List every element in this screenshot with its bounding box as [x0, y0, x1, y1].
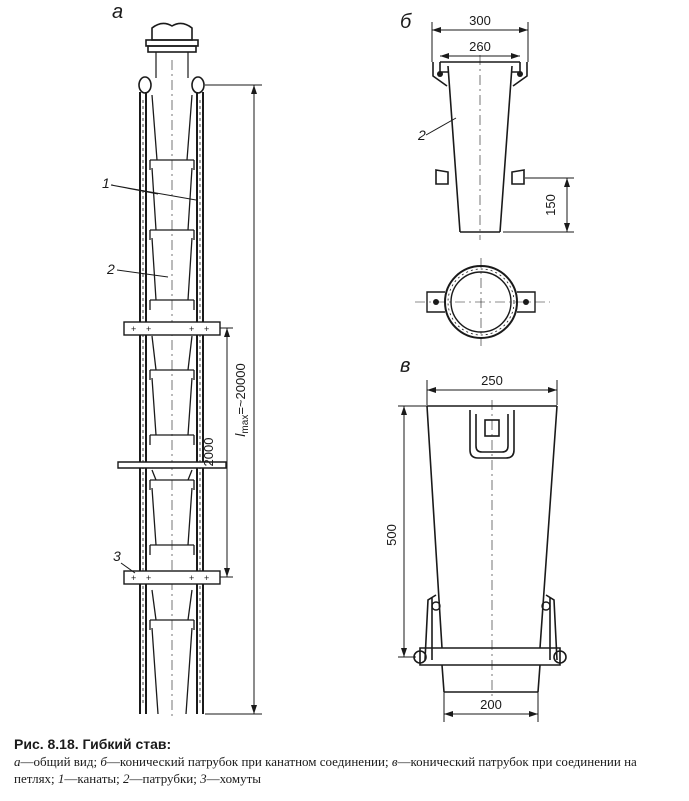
- callout-pipes: 2: [106, 261, 115, 277]
- clamps: [117, 321, 227, 585]
- callout-ropes: 1: [102, 175, 110, 191]
- caption-legend: а—общий вид; б—конический патрубок при к…: [14, 753, 679, 787]
- figure-caption: Рис. 8.18. Гибкий став: а—общий вид; б—к…: [14, 736, 679, 787]
- conical-pipe-v: [419, 400, 561, 700]
- technical-drawing: а: [102, 1, 574, 722]
- dim-2000: 2000: [201, 327, 233, 578]
- legend-item-2: 2—патрубки;: [122, 771, 201, 786]
- dim-b-260: 260: [469, 39, 491, 54]
- pipe-plan-view: [415, 258, 550, 346]
- callout-pipe-b: 2: [417, 127, 426, 143]
- view-v-label: в: [400, 355, 410, 377]
- dim-b-300: 300: [469, 13, 491, 28]
- legend-item-b: б—конический патрубок при канатном соеди…: [100, 754, 392, 769]
- dim-spacing-label: 2000: [201, 438, 216, 467]
- flexible-column-body: + + + + + + + +: [117, 60, 227, 716]
- conical-pipe-b: [432, 55, 528, 240]
- view-v-loop-joint: в 250 500: [384, 355, 567, 722]
- svg-text:+: +: [131, 324, 136, 334]
- svg-text:+: +: [204, 573, 209, 583]
- svg-text:+: +: [189, 324, 194, 334]
- top-pipe-stub: [138, 22, 205, 94]
- legend-item-1: 1—канаты;: [57, 771, 123, 786]
- svg-text:+: +: [146, 573, 151, 583]
- legend-item-3: 3—хомуты: [200, 771, 262, 786]
- dim-b-150: 150: [543, 194, 558, 216]
- callout-clamps: 3: [113, 548, 121, 564]
- view-a-general: а: [102, 1, 262, 716]
- view-b-rope-joint: б 300 260 2 150: [400, 11, 574, 346]
- dim-v-250: 250: [481, 373, 503, 388]
- svg-text:+: +: [131, 573, 136, 583]
- dim-v-500: 500: [384, 524, 399, 546]
- clamp-bolts: + + + + + + + +: [131, 324, 209, 583]
- svg-text:+: +: [189, 573, 194, 583]
- svg-text:+: +: [204, 324, 209, 334]
- view-b-label: б: [400, 11, 412, 33]
- dim-lmax-label: lmax=~20000: [232, 363, 251, 436]
- caption-title: Рис. 8.18. Гибкий став:: [14, 736, 172, 752]
- view-a-label: а: [112, 1, 123, 23]
- legend-item-v: в—конический патрубок при соединении на …: [14, 754, 637, 786]
- conical-segments: [149, 94, 195, 715]
- svg-text:+: +: [146, 324, 151, 334]
- legend-item-a: а—общий вид;: [14, 754, 101, 769]
- dim-lmax: lmax=~20000: [205, 84, 262, 715]
- dim-v-200: 200: [480, 697, 502, 712]
